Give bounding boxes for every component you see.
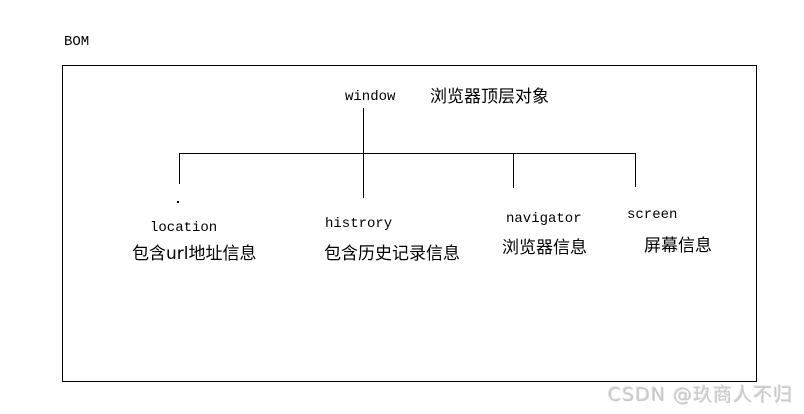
node-navigator-description: 浏览器信息 xyxy=(502,238,587,258)
node-screen-description: 屏幕信息 xyxy=(644,236,712,256)
branch-line-location xyxy=(179,153,180,184)
node-location-description: 包含url地址信息 xyxy=(132,244,257,264)
root-vertical-line xyxy=(363,108,364,153)
csdn-watermark: CSDN @玖商人不归 xyxy=(608,384,794,406)
diagram-frame xyxy=(62,65,757,382)
node-window-annotation: 浏览器顶层对象 xyxy=(430,87,549,107)
branch-horizontal-line xyxy=(179,153,636,154)
node-histrory-description: 包含历史记录信息 xyxy=(324,244,460,264)
node-window-label: window xyxy=(345,89,396,105)
node-histrory-label: histrory xyxy=(325,216,393,232)
stray-dot xyxy=(177,201,179,203)
branch-line-navigator xyxy=(513,153,514,188)
node-location-label: location xyxy=(150,220,218,236)
node-navigator-label: navigator xyxy=(506,211,582,227)
node-screen-label: screen xyxy=(627,207,678,223)
branch-line-histrory xyxy=(363,153,364,198)
branch-line-screen xyxy=(635,153,636,187)
diagram-title: BOM xyxy=(64,34,90,50)
